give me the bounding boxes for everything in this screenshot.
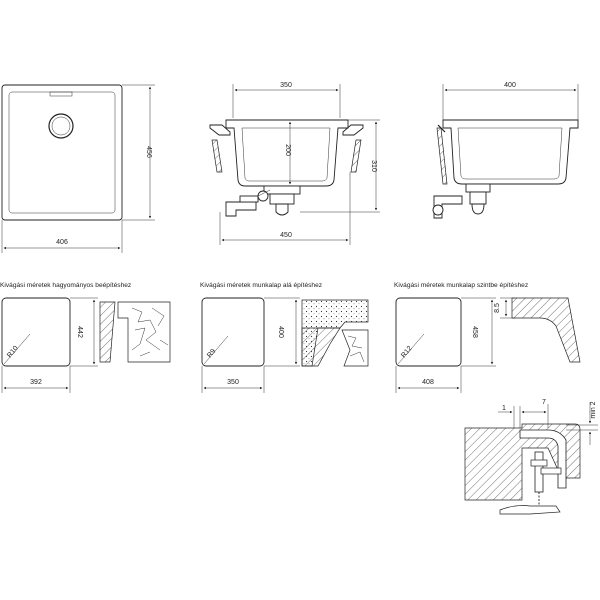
dim-400-cutout: 400 bbox=[277, 326, 284, 338]
cutout-rect-undermount bbox=[201, 297, 265, 367]
drain-outer bbox=[48, 113, 74, 139]
caption-standard: Kivágási méretek hagyományos beépítéshez bbox=[0, 282, 131, 289]
cutout-undermount: Kivágási méretek munkalap alá építéshez … bbox=[200, 282, 369, 393]
cutout-rect-flush bbox=[395, 297, 462, 367]
right-bracket bbox=[350, 139, 362, 173]
sink-outline-outer bbox=[1, 84, 123, 221]
dim-8-5: 8.5 bbox=[494, 303, 501, 313]
clip-bracket bbox=[499, 505, 561, 515]
dim-310: 310 bbox=[370, 160, 377, 172]
dim-406: 406 bbox=[56, 239, 68, 246]
dim-200: 200 bbox=[284, 144, 291, 156]
cutout-flush: Kivágási méretek munkalap szintbe építés… bbox=[394, 282, 581, 393]
dim-456: 456 bbox=[145, 146, 152, 158]
dim-350-cutout: 350 bbox=[227, 379, 239, 386]
drain-fitting bbox=[263, 185, 301, 195]
siphon-pipe bbox=[225, 201, 257, 217]
dim-gap-1: 1 bbox=[502, 405, 506, 412]
caption-flush: Kivágási méretek munkalap szintbe építés… bbox=[394, 282, 528, 289]
dim-min-2: min 2 bbox=[590, 401, 597, 418]
side-drain-fitting bbox=[465, 183, 491, 193]
dim-350: 350 bbox=[280, 82, 292, 89]
dim-rim-7: 7 bbox=[542, 399, 546, 406]
front-section-view: 350 200 310 450 bbox=[209, 82, 380, 245]
drain-inner bbox=[51, 116, 71, 136]
sink-wall-profile-1 bbox=[99, 301, 116, 363]
dim-408: 408 bbox=[422, 379, 434, 386]
cutout-rect-standard bbox=[1, 297, 71, 367]
sink-body-front bbox=[225, 119, 349, 187]
installation-detail: 1 7 min 2 bbox=[464, 399, 598, 515]
countertop-profile-3 bbox=[511, 297, 581, 363]
dim-392: 392 bbox=[30, 379, 42, 386]
overflow-slot bbox=[49, 91, 73, 97]
top-view: 456 406 bbox=[1, 84, 155, 253]
dim-400: 400 bbox=[504, 82, 516, 89]
sink-wall-profile-2 bbox=[301, 327, 341, 367]
dim-442: 442 bbox=[76, 326, 83, 338]
dim-458: 458 bbox=[471, 326, 478, 338]
dim-450: 450 bbox=[280, 232, 292, 239]
side-section-view: 400 bbox=[432, 82, 579, 219]
caption-undermount: Kivágási méretek munkalap alá építéshez bbox=[200, 282, 322, 289]
sink-rim-section bbox=[519, 429, 567, 489]
side-overflow-pipe bbox=[436, 127, 448, 185]
left-bracket bbox=[211, 139, 223, 173]
sink-body-side bbox=[442, 119, 579, 185]
cutout-standard: Kivágási méretek hagyományos beépítéshez… bbox=[0, 282, 171, 393]
radius-R9: R9 bbox=[206, 348, 217, 359]
